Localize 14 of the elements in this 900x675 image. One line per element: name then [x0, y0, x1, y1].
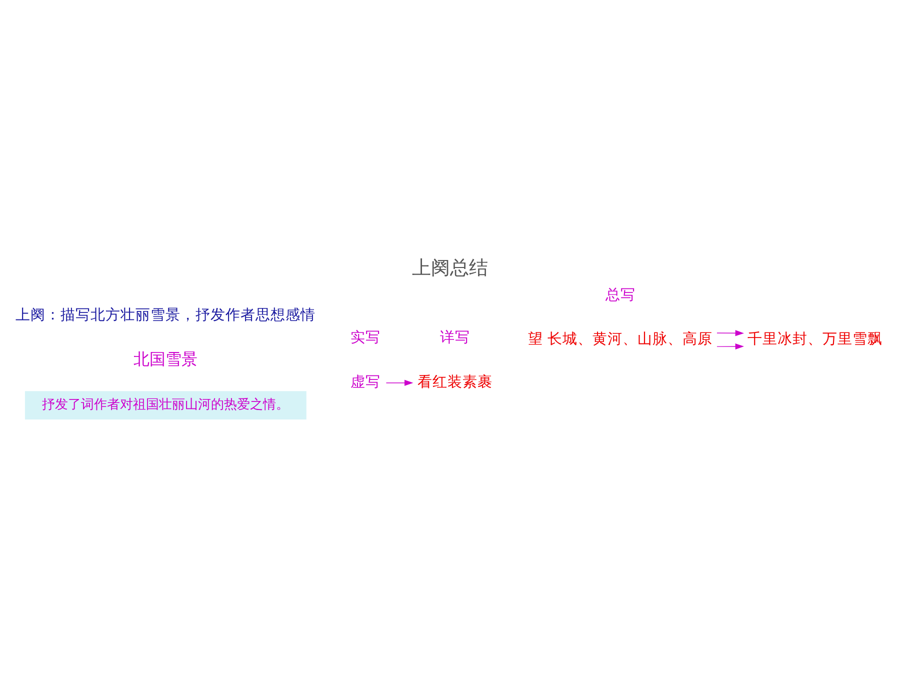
node-text: 看红装素裹: [418, 374, 493, 390]
node-text: 详写: [440, 330, 470, 346]
node-text: 千里冰封、万里雪飘: [748, 332, 883, 348]
arrow: [716, 343, 744, 350]
node-text: 虚写: [350, 374, 380, 390]
node-text: 北国雪景: [134, 349, 198, 368]
label: 上阕：描写北方壮丽雪景，抒发作者思想感情: [16, 308, 316, 324]
arrow: [386, 380, 414, 386]
node-text: 总写: [605, 287, 636, 304]
node-text: 实写: [350, 330, 380, 346]
node-box: 抒发了词作者对祖国壮丽山河的热爱之情。: [24, 391, 306, 420]
diagram-title: 上阕总结: [412, 258, 488, 279]
arrow: [716, 330, 744, 336]
node-text: 望 长城、黄河、山脉、高原: [528, 332, 713, 348]
